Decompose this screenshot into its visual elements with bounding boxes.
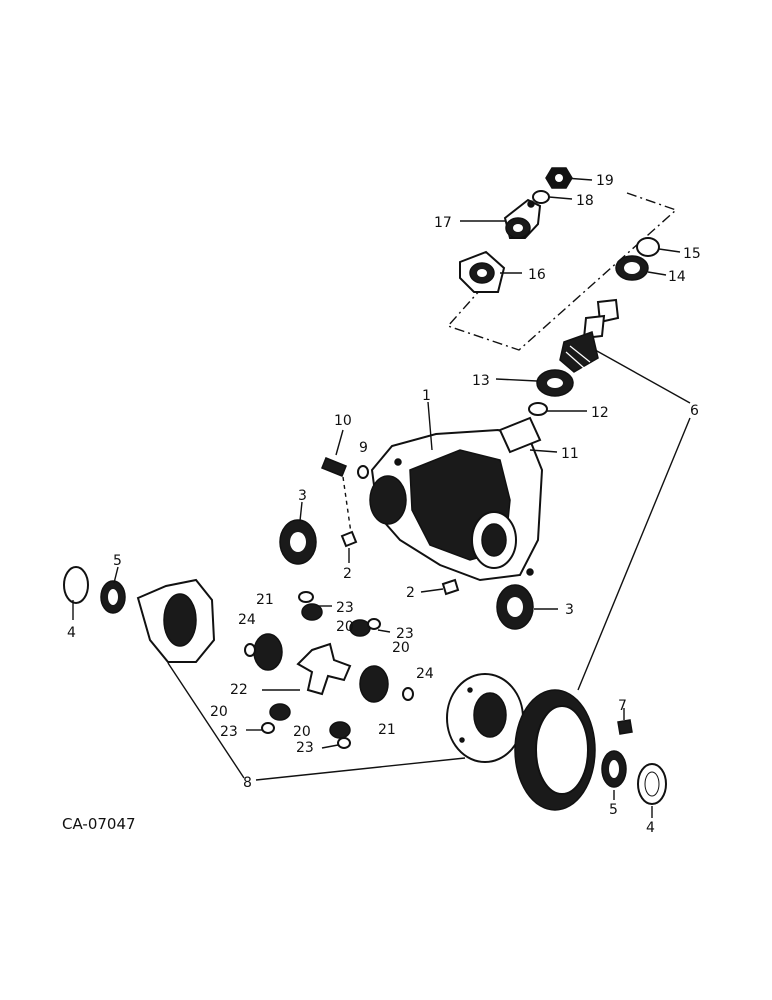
callout-19: 19: [596, 173, 614, 189]
callout-10: 10: [334, 413, 352, 429]
callout-4: 4: [67, 625, 76, 641]
callout-21: 21: [256, 592, 274, 608]
stud-part: [321, 457, 347, 477]
side-gear-part: [253, 633, 389, 703]
drive-pinion-part: [559, 298, 620, 373]
companion-flange-part: [503, 198, 542, 239]
callout-23: 23: [296, 740, 314, 756]
callout-24: 24: [416, 666, 434, 682]
thrust-washer-part: [244, 591, 414, 749]
callout-14: 14: [668, 269, 686, 285]
side-bearing-part: [279, 519, 534, 630]
washer-part: [532, 190, 550, 204]
shim-part: [528, 402, 548, 416]
bearing-retainer-part: [459, 250, 506, 293]
callout-labels: 1 2 2 3 3 4 4 5 5 6 7 8 9 10 11 12 13 14…: [67, 173, 701, 836]
callout-2: 2: [406, 585, 415, 601]
pinion-gear-part: [269, 603, 371, 739]
callout-20: 20: [210, 704, 228, 720]
bolt-part: [617, 719, 633, 735]
callout-leaders: [72, 177, 681, 818]
cross-shaft-part: [296, 642, 352, 696]
callout-9: 9: [359, 440, 368, 456]
callout-23: 23: [220, 724, 238, 740]
callout-18: 18: [576, 193, 594, 209]
callout-22: 22: [230, 682, 248, 698]
callout-3: 3: [565, 602, 574, 618]
bearing-cup-part: [63, 566, 667, 805]
pinion-group-outline: [446, 192, 678, 351]
ring-gear-part: [514, 689, 596, 811]
seal-ring-part: [636, 237, 660, 257]
callout-20: 20: [293, 724, 311, 740]
reference-code: CA-07047: [62, 815, 136, 833]
callout-7: 7: [618, 698, 627, 714]
callout-20: 20: [336, 619, 354, 635]
callout-17: 17: [434, 215, 452, 231]
lock-washer-part: [357, 465, 369, 479]
callout-8: 8: [243, 775, 252, 791]
outer-bearing-part: [615, 255, 649, 281]
callout-11: 11: [561, 446, 579, 462]
bearing-cone-part: [100, 580, 627, 788]
callout-15: 15: [683, 246, 701, 262]
callout-13: 13: [472, 373, 490, 389]
callout-4: 4: [646, 820, 655, 836]
carrier-housing-part: [369, 416, 544, 582]
callout-16: 16: [528, 267, 546, 283]
callout-1: 1: [422, 388, 431, 404]
callout-24: 24: [238, 612, 256, 628]
callout-20: 20: [392, 640, 410, 656]
leader-lines: [167, 345, 691, 781]
callout-3: 3: [298, 488, 307, 504]
callout-6: 6: [690, 403, 699, 419]
callout-21: 21: [378, 722, 396, 738]
callout-5: 5: [609, 802, 618, 818]
pinion-nut-part: [545, 167, 573, 189]
differential-case-part: [136, 578, 524, 763]
callout-23: 23: [336, 600, 354, 616]
inner-bearing-part: [536, 369, 574, 397]
callout-12: 12: [591, 405, 609, 421]
callout-5: 5: [113, 553, 122, 569]
callout-2: 2: [343, 566, 352, 582]
callout-23: 23: [396, 626, 414, 642]
plug-part: [340, 530, 460, 596]
